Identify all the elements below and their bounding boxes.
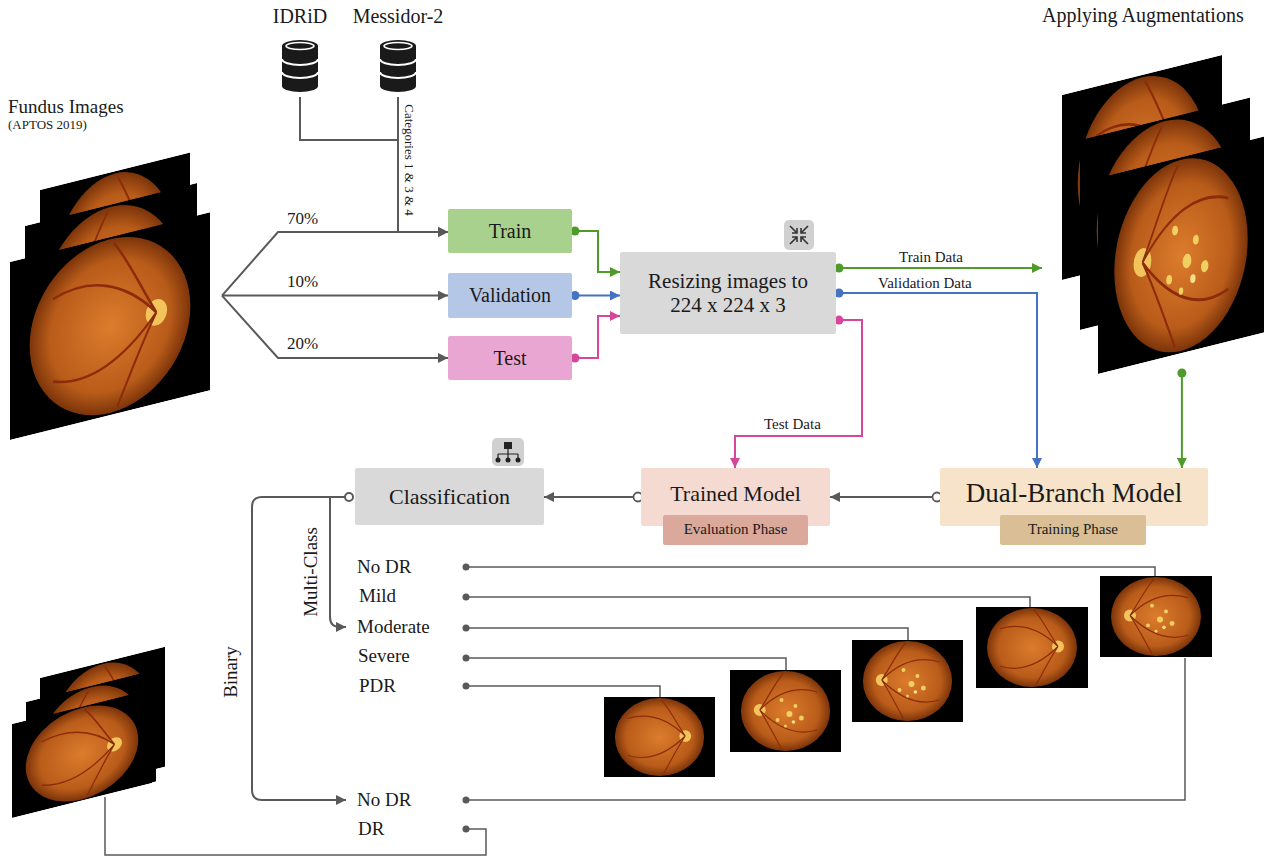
edge-label: Categories 1 & 3 & 4 <box>400 104 418 216</box>
class-label: Moderate <box>355 616 432 638</box>
class-label: PDR <box>357 675 398 697</box>
image-stack: Applying Augmentations <box>1042 4 1276 370</box>
connector <box>572 316 620 358</box>
heading-text: Fundus Images <box>8 96 222 118</box>
fundus-stack <box>10 153 210 440</box>
connector <box>300 97 448 232</box>
connector <box>544 496 641 498</box>
class-label: Mild <box>357 585 398 607</box>
connector <box>398 97 448 232</box>
heading-text: Messidor-2 <box>345 5 451 28</box>
process-box: Train <box>448 209 572 253</box>
leader-lines <box>105 567 1185 855</box>
class-images <box>604 576 1212 777</box>
node-text: Training Phase <box>1028 521 1118 538</box>
hierarchy-icon <box>492 438 524 466</box>
connector <box>735 320 862 468</box>
database-icon <box>282 40 416 92</box>
connector <box>572 231 620 272</box>
process-box: Test <box>448 336 572 380</box>
process-box: Dual-Branch ModelTraining Phase <box>940 468 1208 526</box>
process-box: Validation <box>448 273 572 318</box>
edge-label: Test Data <box>762 415 823 433</box>
connector <box>836 293 1037 468</box>
connector <box>222 295 448 297</box>
connector <box>222 296 448 358</box>
image-stack: Fundus Images(APTOS 2019) <box>8 96 222 442</box>
node-text: Classification <box>389 484 510 509</box>
edge-label: 70% <box>285 209 320 229</box>
heading-text: Applying Augmentations <box>1042 4 1276 27</box>
augmented-stack <box>1062 55 1264 374</box>
edge-label: 20% <box>285 334 320 354</box>
axis-label: Binary <box>220 644 242 700</box>
database: Messidor-2 <box>345 5 451 97</box>
node-text: Test <box>493 347 526 370</box>
connector <box>222 232 448 296</box>
connector <box>836 267 1042 269</box>
process-box: Classification <box>355 468 544 525</box>
edge-label: 10% <box>285 272 320 292</box>
class-label: Severe <box>356 645 412 667</box>
leader-dots <box>463 564 470 833</box>
branch-lines <box>252 493 353 800</box>
connector <box>1181 370 1183 468</box>
connector <box>830 496 940 498</box>
edge-label: Validation Data <box>876 274 974 292</box>
node-text: Dual-Branch Model <box>966 478 1183 509</box>
heading-text: (APTOS 2019) <box>8 118 222 133</box>
class-label: No DR <box>355 556 413 578</box>
resize-icon <box>784 220 814 250</box>
node-text: Train <box>489 220 532 243</box>
axis-label: Multi-Class <box>300 525 322 619</box>
node-text: Trained Model <box>670 481 801 506</box>
edge-label: Train Data <box>897 248 965 266</box>
input-stack <box>12 647 165 818</box>
heading-text: IDRiD <box>255 5 345 28</box>
process-box: Trained ModelEvaluation Phase <box>641 468 830 526</box>
node-text: Evaluation Phase <box>684 521 788 538</box>
class-label: DR <box>356 818 386 840</box>
node-text: Resizing images to 224 x 224 x 3 <box>634 269 822 317</box>
connector-dot <box>1177 369 1186 378</box>
node-text: Validation <box>469 284 551 307</box>
class-label: No DR <box>355 789 413 811</box>
database: IDRiD <box>255 5 345 97</box>
process-box: Resizing images to 224 x 224 x 3 <box>620 252 836 334</box>
phase-tag: Evaluation Phase <box>663 515 808 545</box>
phase-tag: Training Phase <box>1000 515 1146 545</box>
